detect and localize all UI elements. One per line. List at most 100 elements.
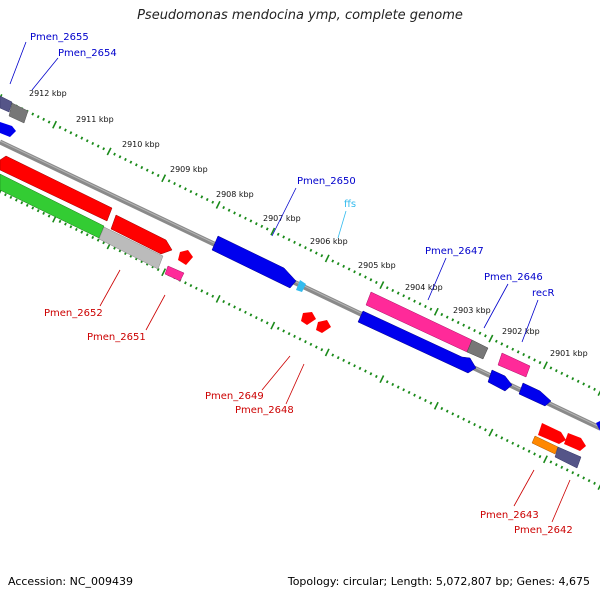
minor-tick bbox=[407, 390, 411, 395]
gene-pmen-2646[interactable] bbox=[497, 352, 531, 378]
minor-tick bbox=[14, 198, 18, 202]
minor-tick bbox=[347, 361, 351, 365]
minor-tick bbox=[134, 163, 138, 167]
gene-label-pmen-2651[interactable]: Pmen_2651 bbox=[87, 332, 146, 343]
gene-label-recr[interactable]: recR bbox=[532, 288, 555, 299]
minor-tick bbox=[47, 120, 51, 124]
minor-tick bbox=[467, 326, 471, 330]
minor-tick bbox=[538, 454, 542, 459]
major-tick bbox=[270, 227, 276, 236]
map-title: Pseudomonas mendocina ymp, complete geno… bbox=[137, 8, 463, 23]
gene-blue-long[interactable] bbox=[357, 310, 477, 374]
minor-tick bbox=[227, 302, 231, 306]
gene-lightgrey[interactable] bbox=[98, 226, 164, 270]
minor-tick bbox=[64, 128, 67, 132]
gene-label-pmen-2647[interactable]: Pmen_2647 bbox=[425, 246, 484, 257]
gene-pmen-2650[interactable] bbox=[211, 235, 297, 289]
gene-label-pmen-2646[interactable]: Pmen_2646 bbox=[484, 272, 543, 283]
kbp-label: 2902 kbp bbox=[502, 327, 540, 336]
minor-tick bbox=[418, 302, 422, 306]
minor-tick bbox=[424, 304, 427, 308]
minor-tick bbox=[571, 471, 575, 475]
gene-label-pmen-2649[interactable]: Pmen_2649 bbox=[205, 391, 264, 402]
gene-pmen-2643-red[interactable] bbox=[538, 423, 566, 444]
major-tick bbox=[597, 390, 600, 396]
minor-tick bbox=[516, 444, 520, 448]
gene-label-pmen-2655[interactable]: Pmen_2655 bbox=[30, 32, 89, 43]
gene-blue-arrow-left[interactable] bbox=[0, 122, 16, 137]
major-tick bbox=[597, 484, 600, 490]
gene-pmen-2655[interactable] bbox=[0, 95, 13, 113]
minor-tick bbox=[445, 409, 449, 413]
gene-label-pmen-2642[interactable]: Pmen_2642 bbox=[514, 525, 573, 536]
kbp-label: 2907 kbp bbox=[263, 214, 301, 223]
minor-tick bbox=[331, 353, 335, 357]
minor-tick bbox=[69, 225, 73, 229]
gene-label-pmen-2643[interactable]: Pmen_2643 bbox=[480, 510, 539, 521]
gene-pmen-2651[interactable] bbox=[164, 265, 185, 282]
gene-red-small[interactable] bbox=[178, 250, 193, 265]
gene-label-pmen-2654[interactable]: Pmen_2654 bbox=[58, 48, 117, 59]
ffs-rna-marker[interactable] bbox=[296, 280, 306, 292]
gene-red-long[interactable] bbox=[110, 214, 173, 255]
gene-label-pmen-2648[interactable]: Pmen_2648 bbox=[235, 405, 294, 416]
minor-tick bbox=[156, 267, 160, 272]
gene-label-ffs[interactable]: ffs bbox=[344, 199, 356, 210]
minor-tick bbox=[205, 292, 209, 296]
minor-tick bbox=[336, 356, 340, 360]
minor-tick bbox=[358, 366, 362, 371]
minor-tick bbox=[233, 211, 236, 215]
minor-tick bbox=[364, 275, 367, 279]
minor-tick bbox=[85, 139, 89, 143]
minor-tick bbox=[462, 417, 466, 421]
kbp-label: 2905 kbp bbox=[358, 261, 396, 270]
minor-tick bbox=[484, 428, 487, 432]
minor-tick bbox=[429, 307, 433, 311]
major-tick bbox=[270, 321, 276, 330]
minor-tick bbox=[314, 251, 318, 255]
minor-tick bbox=[462, 323, 466, 327]
gene-red-2643b[interactable] bbox=[564, 433, 586, 451]
gene-pmen-2643[interactable] bbox=[531, 435, 559, 455]
gene-pmen-2652-red[interactable] bbox=[0, 155, 113, 222]
minor-tick bbox=[96, 238, 100, 242]
minor-tick bbox=[391, 382, 395, 386]
minor-tick bbox=[456, 320, 460, 325]
minor-tick bbox=[538, 360, 542, 365]
gene-label-pmen-2652[interactable]: Pmen_2652 bbox=[44, 308, 103, 319]
minor-tick bbox=[151, 171, 155, 175]
minor-tick bbox=[364, 369, 367, 373]
minor-tick bbox=[396, 291, 400, 295]
minor-tick bbox=[4, 193, 7, 197]
gene-pmen-2649[interactable] bbox=[301, 312, 316, 325]
minor-tick bbox=[184, 187, 187, 191]
gene-blue-edge[interactable] bbox=[596, 421, 600, 431]
minor-tick bbox=[293, 240, 296, 244]
minor-tick bbox=[418, 396, 422, 400]
minor-tick bbox=[342, 358, 346, 362]
gene-grey-2647b[interactable] bbox=[466, 339, 489, 360]
minor-tick bbox=[194, 286, 198, 290]
kbp-label: 2906 kbp bbox=[310, 237, 348, 246]
minor-tick bbox=[494, 339, 498, 343]
major-tick bbox=[215, 200, 221, 209]
minor-tick bbox=[36, 115, 40, 119]
minor-tick bbox=[331, 259, 335, 263]
minor-tick bbox=[298, 243, 302, 247]
major-tick bbox=[379, 281, 385, 290]
minor-tick bbox=[342, 264, 346, 268]
gene-pmen-2648[interactable] bbox=[316, 320, 331, 333]
minor-tick bbox=[320, 348, 324, 352]
minor-tick bbox=[200, 195, 204, 199]
gene-blue-mid[interactable] bbox=[487, 369, 513, 392]
gene-green[interactable] bbox=[0, 173, 105, 239]
gene-blue-short[interactable] bbox=[518, 382, 552, 407]
gene-pmen-2654[interactable] bbox=[8, 102, 29, 124]
gene-pmen-2642[interactable] bbox=[554, 446, 582, 469]
major-tick bbox=[106, 147, 112, 156]
minor-tick bbox=[74, 227, 78, 231]
minor-tick bbox=[167, 179, 171, 183]
gene-label-pmen-2650[interactable]: Pmen_2650 bbox=[297, 176, 356, 187]
kbp-label: 2903 kbp bbox=[453, 306, 491, 315]
